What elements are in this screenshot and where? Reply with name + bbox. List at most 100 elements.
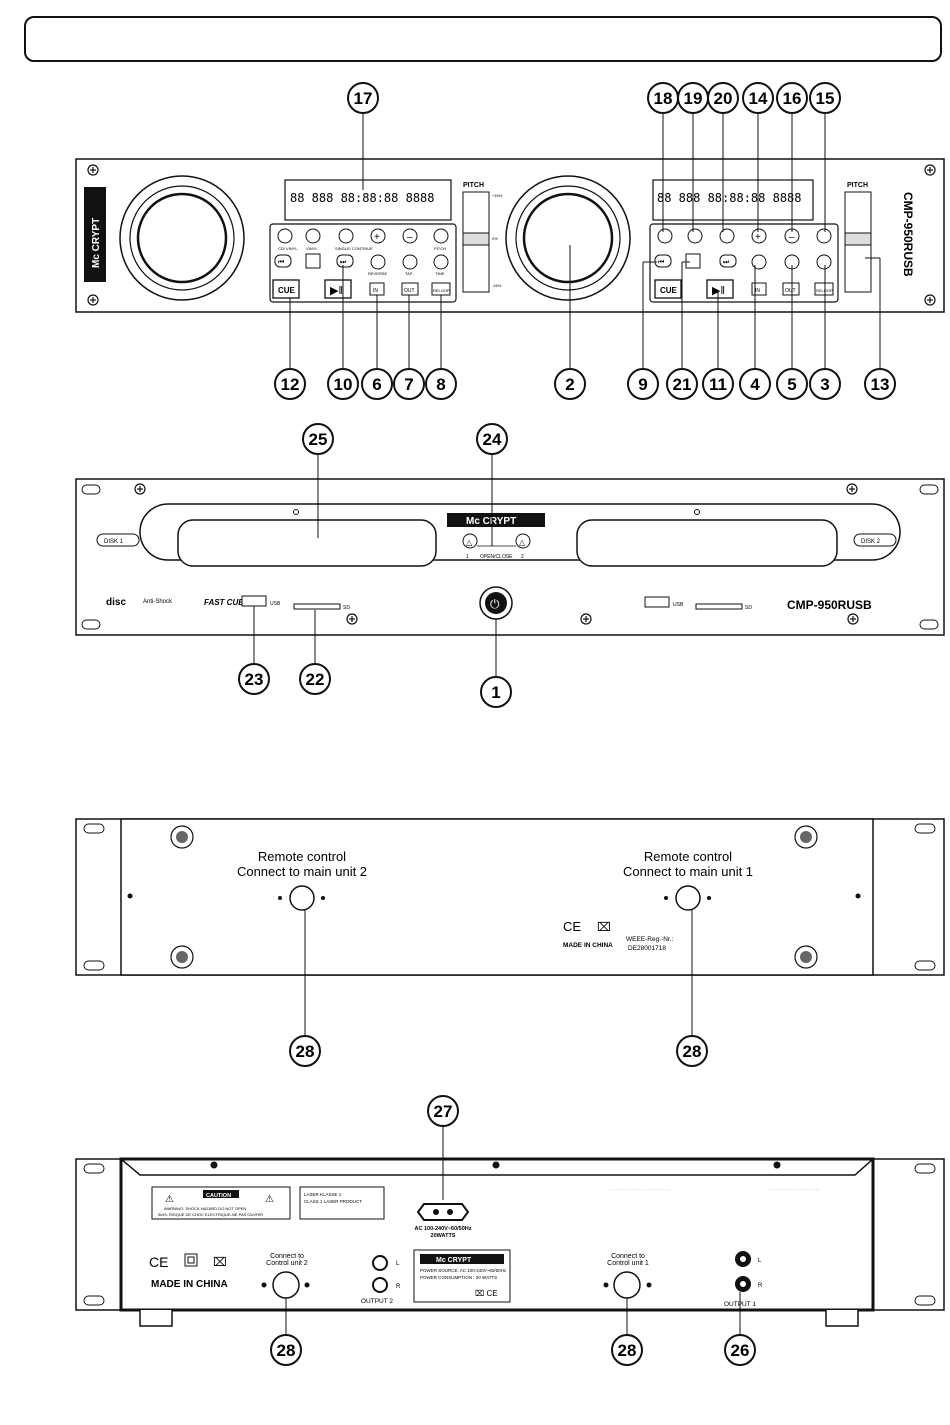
eject-button-1[interactable] xyxy=(462,533,478,549)
callout-1-label: 1 xyxy=(491,683,500,702)
folder-button[interactable] xyxy=(685,253,701,269)
cue-button[interactable] xyxy=(272,279,300,299)
usb-port-2[interactable] xyxy=(644,596,670,608)
control-socket-1[interactable] xyxy=(613,1271,641,1299)
remote-socket-1[interactable] xyxy=(675,885,701,911)
prev-icon: ⏮ xyxy=(658,259,664,266)
single-continue-button[interactable] xyxy=(338,228,354,244)
laser-line2: CLASS 1 LASER PRODUCT xyxy=(304,1199,362,1204)
prev-track-button[interactable] xyxy=(274,254,292,268)
disc-tray-2[interactable] xyxy=(576,519,838,567)
sd-slot-1[interactable] xyxy=(293,603,341,610)
callout-9: 9 xyxy=(627,368,659,400)
scale-top: +16% xyxy=(492,193,503,198)
folder-button[interactable] xyxy=(305,253,321,269)
callout-11-label: 11 xyxy=(709,375,727,394)
foot-icon xyxy=(794,825,818,849)
next-track-button[interactable] xyxy=(336,254,354,268)
pitch-plus-button[interactable] xyxy=(751,228,767,244)
l-label: L xyxy=(758,1258,762,1264)
callout-17-label: 17 xyxy=(354,89,373,108)
minus-icon: – xyxy=(789,232,795,243)
weee-bin-icon: ⌧ xyxy=(597,920,611,934)
usb-port-1[interactable] xyxy=(241,595,267,607)
callout-16: 16 xyxy=(776,82,808,114)
fast-cue-logo: FAST CUE xyxy=(204,598,244,607)
sd-label: SD xyxy=(745,605,752,611)
screw-icon xyxy=(346,613,358,625)
control-socket-2[interactable] xyxy=(272,1271,300,1299)
play-pause-button[interactable] xyxy=(706,279,734,299)
output2-label: OUTPUT 2 xyxy=(361,1298,393,1305)
screw-icon xyxy=(580,613,592,625)
ac-pin xyxy=(433,1209,439,1215)
cd-vinyl-button[interactable] xyxy=(657,228,673,244)
scale-bot: -16% xyxy=(492,283,502,288)
scale-mid: 0% xyxy=(492,236,498,241)
loop-out-button[interactable] xyxy=(782,282,800,296)
callout-12-label: 12 xyxy=(281,375,300,394)
laser-label xyxy=(299,1186,385,1220)
remote2-line1: Remote control xyxy=(258,849,346,864)
ac-inlet[interactable] xyxy=(416,1203,470,1221)
callout-6: 6 xyxy=(361,368,393,400)
ac-rating: AC 100-240V~60/50Hz xyxy=(414,1226,471,1232)
sd-slot-2[interactable] xyxy=(695,603,743,610)
minus-icon: – xyxy=(407,232,413,243)
disc-tray-1[interactable] xyxy=(177,519,437,567)
callout-26-label: 26 xyxy=(731,1341,750,1360)
callout-5-label: 5 xyxy=(787,375,796,394)
callout-21: 21 xyxy=(666,368,698,400)
pitch-button[interactable] xyxy=(816,228,832,244)
pitch-fader-knob[interactable] xyxy=(462,232,490,246)
callout-24-label: 24 xyxy=(483,430,502,449)
disk2-badge xyxy=(853,533,897,547)
remote1-line2: Connect to main unit 1 xyxy=(623,864,753,879)
remote-socket-2[interactable] xyxy=(289,885,315,911)
reverse-button[interactable] xyxy=(751,254,767,270)
time-button[interactable] xyxy=(433,254,449,270)
reloop-button[interactable] xyxy=(814,282,834,296)
rear-controller: Remote control Connect to main unit 2 Re… xyxy=(75,818,945,976)
jog-wheel-left[interactable] xyxy=(118,174,246,302)
controller-model: CMP-950RUSB xyxy=(901,192,915,277)
player-brand: Mc CRYPT xyxy=(466,516,516,527)
rca-out2-right[interactable] xyxy=(372,1277,388,1293)
top-screw xyxy=(210,1161,218,1169)
power-button-inner[interactable] xyxy=(485,592,507,614)
foot-icon xyxy=(794,945,818,969)
tray-led xyxy=(293,509,299,515)
prev-track-button[interactable] xyxy=(654,254,672,268)
play-pause-button[interactable] xyxy=(324,279,352,299)
callout-3: 3 xyxy=(809,368,841,400)
single-continue-button[interactable] xyxy=(719,228,735,244)
time-button[interactable] xyxy=(816,254,832,270)
eject-icon: △ xyxy=(519,538,526,547)
socket-screw xyxy=(603,1282,609,1288)
pitch-fader-knob[interactable] xyxy=(844,232,872,246)
jog-wheel-right[interactable] xyxy=(504,174,632,302)
rca-out2-left[interactable] xyxy=(372,1255,388,1271)
cue-button[interactable] xyxy=(654,279,682,299)
pitch-plus-button[interactable] xyxy=(370,228,386,244)
top-screw xyxy=(773,1161,781,1169)
socket-screw xyxy=(321,896,325,900)
display-left xyxy=(284,179,452,221)
eject-button-2[interactable] xyxy=(515,533,531,549)
vinyl-button[interactable] xyxy=(305,228,321,244)
vinyl-button[interactable] xyxy=(687,228,703,244)
next-icon: ⏭ xyxy=(723,259,730,266)
reverse-button[interactable] xyxy=(370,254,386,270)
next-track-button[interactable] xyxy=(719,254,737,268)
tap-button[interactable] xyxy=(402,254,418,270)
plus-icon: + xyxy=(374,232,380,243)
pitch-minus-button[interactable] xyxy=(402,228,418,244)
loop-out-button[interactable] xyxy=(401,282,419,296)
rain-notice: . . . . . . . . . . . . . . . . . . . . … xyxy=(769,1186,819,1191)
rack-slot xyxy=(914,960,936,971)
pitch-button[interactable] xyxy=(433,228,449,244)
callout-28-label: 28 xyxy=(683,1042,702,1061)
foot-icon xyxy=(170,825,194,849)
rack-slot xyxy=(83,823,105,834)
cd-vinyl-button[interactable] xyxy=(277,228,293,244)
